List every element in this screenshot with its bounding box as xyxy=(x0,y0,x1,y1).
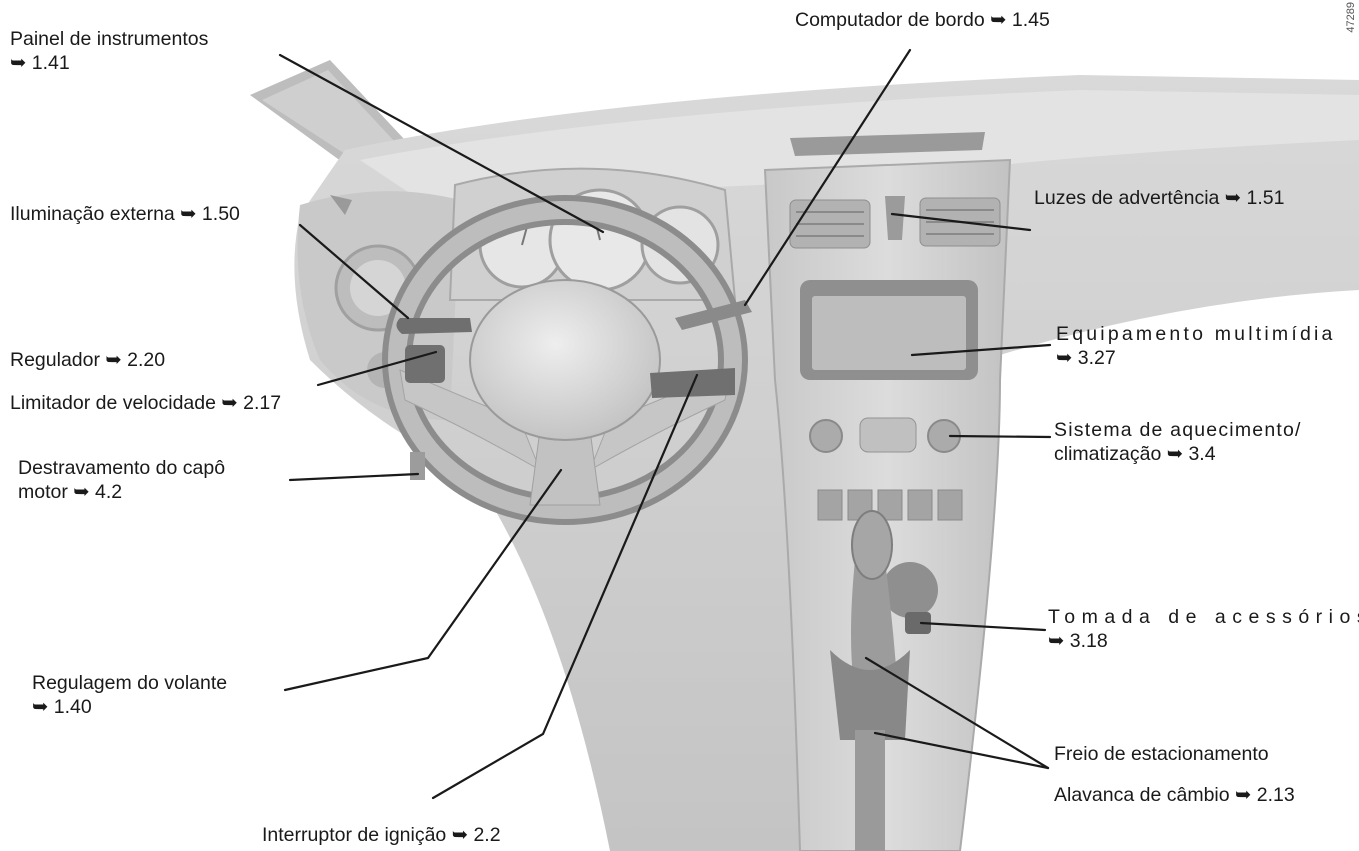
console-switch xyxy=(908,490,932,520)
lighting-stalk xyxy=(396,318,472,334)
label-limitador-velocidade: Limitador de velocidade ➥ 2.17 xyxy=(10,391,281,415)
climate-knob-left xyxy=(810,420,842,452)
console-switch xyxy=(818,490,842,520)
hazard-switch xyxy=(885,196,905,240)
figure-code: 47289 xyxy=(1345,2,1357,33)
console-switch xyxy=(938,490,962,520)
label-painel-instrumentos: Painel de instrumentos ➥ 1.41 xyxy=(10,27,208,75)
label-destravamento-capo: Destravamento do capô motor ➥ 4.2 xyxy=(18,456,225,504)
label-iluminacao-externa: Iluminação externa ➥ 1.50 xyxy=(10,202,240,226)
label-computador-bordo: Computador de bordo ➥ 1.45 xyxy=(795,8,1050,32)
label-sistema-aquecimento: Sistema de aquecimento/ climatização ➥ 3… xyxy=(1054,418,1352,466)
label-equipamento-multimidia: Equipamento multimídia ➥ 3.27 xyxy=(1056,322,1355,370)
hood-release xyxy=(410,452,425,480)
label-regulagem-volante: Regulagem do volante ➥ 1.40 xyxy=(32,671,227,719)
label-luzes-advertencia: Luzes de advertência ➥ 1.51 xyxy=(1034,186,1285,210)
cruise-switches xyxy=(405,345,445,383)
label-regulador: Regulador ➥ 2.20 xyxy=(10,348,165,372)
parking-brake xyxy=(855,730,885,851)
leader-line xyxy=(950,436,1050,437)
label-freio-estacionamento: Freio de estacionamento xyxy=(1054,742,1269,766)
label-tomada-acessorios: Tomada de acessórios ➥ 3.18 xyxy=(1048,605,1348,653)
label-interruptor-ignicao: Interruptor de ignição ➥ 2.2 xyxy=(262,823,501,847)
gear-knob xyxy=(852,511,892,579)
climate-center-controls xyxy=(860,418,916,452)
label-alavanca-cambio: Alavanca de câmbio ➥ 2.13 xyxy=(1054,783,1295,807)
multimedia-screen xyxy=(812,296,966,370)
leader-line xyxy=(290,474,418,480)
